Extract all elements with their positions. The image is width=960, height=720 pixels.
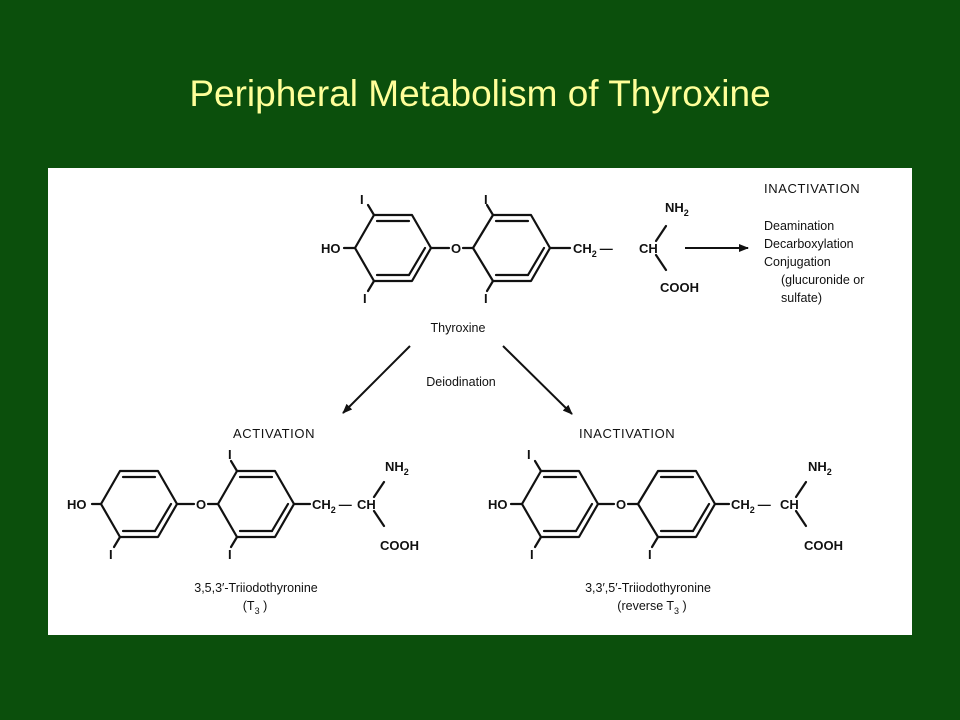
t3-iodine-bond-2 xyxy=(229,459,239,473)
t3-iodine-bond-1 xyxy=(112,535,122,549)
rt3-structure xyxy=(509,459,808,549)
thyroxine-iodine-label-4: I xyxy=(484,291,488,306)
thyroxine-nh2-label: NH2 xyxy=(665,200,689,218)
thyroxine-cooh-label: COOH xyxy=(660,280,699,295)
rt3-nh2-bond xyxy=(794,480,808,499)
inactivation-bottom-heading: INACTIVATION xyxy=(579,426,675,441)
deiodination-label: Deiodination xyxy=(426,375,496,389)
t3-nh2-bond xyxy=(372,480,386,499)
inactivation-item-deamination: Deamination xyxy=(764,219,834,233)
thyroxine-name-label: Thyroxine xyxy=(431,321,486,335)
thyroxine-iodine-label-3: I xyxy=(484,192,488,207)
t3-cooh-label: COOH xyxy=(380,538,419,553)
t3-iodine-bond-3 xyxy=(229,535,239,549)
t3-cooh-bond xyxy=(372,509,386,528)
thyroxine-ch-label: CH xyxy=(639,241,658,256)
t3-ch2-label: CH2— xyxy=(312,497,352,515)
rt3-ch-label: CH xyxy=(780,497,799,512)
rt3-phenol-ring xyxy=(520,469,600,539)
rt3-ho-label: HO xyxy=(488,497,508,512)
t3-iodine-label-3: I xyxy=(228,547,232,562)
thyroxine-phenol-ring xyxy=(353,213,433,283)
inactivation-item-sulfate: sulfate) xyxy=(781,291,822,305)
activation-heading: ACTIVATION xyxy=(233,426,315,441)
thyroxine-ho-label: HO xyxy=(321,241,341,256)
thyroxine-iodine-bond-1 xyxy=(366,203,376,217)
t3-ch-label: CH xyxy=(357,497,376,512)
deiodination-arrow-left xyxy=(342,345,411,414)
rt3-iodine-bond-2 xyxy=(533,535,543,549)
rt3-name-label: 3,3′,5′-Triiodothyronine xyxy=(585,581,711,595)
thyroxine-iodine-bond-3 xyxy=(485,203,495,217)
thyroxine-nh2-bond xyxy=(654,224,668,243)
thyroxine-structure xyxy=(342,203,668,293)
rt3-tyrosyl-ring xyxy=(636,469,717,539)
thyroxine-cooh-bond xyxy=(654,253,668,272)
t3-tyrosyl-ring xyxy=(216,469,296,539)
rt3-iodine-label-2: I xyxy=(530,547,534,562)
inactivation-item-decarboxylation: Decarboxylation xyxy=(764,237,854,251)
t3-phenol-ring xyxy=(99,469,179,539)
t3-ether-oxygen-label: O xyxy=(196,497,206,512)
t3-ho-label: HO xyxy=(67,497,87,512)
inactivation-item-glucuronide: (glucuronide or xyxy=(781,273,864,287)
t3-iodine-label-2: I xyxy=(228,447,232,462)
rt3-ch2-label: CH2— xyxy=(731,497,771,515)
rt3-iodine-bond-1 xyxy=(533,459,543,473)
rt3-iodine-bond-3 xyxy=(650,535,660,549)
t3-abbrev-label: (T3 ) xyxy=(243,599,267,616)
thyroxine-iodine-bond-2 xyxy=(366,279,376,293)
t3-iodine-label-1: I xyxy=(109,547,113,562)
rt3-iodine-label-3: I xyxy=(648,547,652,562)
diagram-panel: HO I I O I I CH2— CH NH2 COOH Thyroxine … xyxy=(48,168,912,635)
rt3-abbrev-label: (reverse T3 ) xyxy=(617,599,686,616)
rt3-iodine-label-1: I xyxy=(527,447,531,462)
slide-title: Peripheral Metabolism of Thyroxine xyxy=(189,73,771,114)
thyroxine-iodine-label-2: I xyxy=(363,291,367,306)
t3-nh2-label: NH2 xyxy=(385,459,409,477)
inactivation-item-conjugation: Conjugation xyxy=(764,255,831,269)
deiodination-arrow-right xyxy=(502,345,573,415)
rt3-cooh-label: COOH xyxy=(804,538,843,553)
thyroxine-iodine-label-1: I xyxy=(360,192,364,207)
thyroxine-metabolism-diagram: HO I I O I I CH2— CH NH2 COOH Thyroxine … xyxy=(67,181,864,616)
t3-structure xyxy=(90,459,386,549)
t3-name-label: 3,5,3′-Triiodothyronine xyxy=(194,581,318,595)
thyroxine-iodine-bond-4 xyxy=(485,279,495,293)
thyroxine-tyrosyl-ring xyxy=(471,213,552,283)
rt3-nh2-label: NH2 xyxy=(808,459,832,477)
inactivation-top-heading: INACTIVATION xyxy=(764,181,860,196)
rt3-ether-oxygen-label: O xyxy=(616,497,626,512)
thyroxine-ch2-label: CH2— xyxy=(573,241,613,259)
thyroxine-ether-oxygen-label: O xyxy=(451,241,461,256)
rt3-cooh-bond xyxy=(794,509,808,528)
